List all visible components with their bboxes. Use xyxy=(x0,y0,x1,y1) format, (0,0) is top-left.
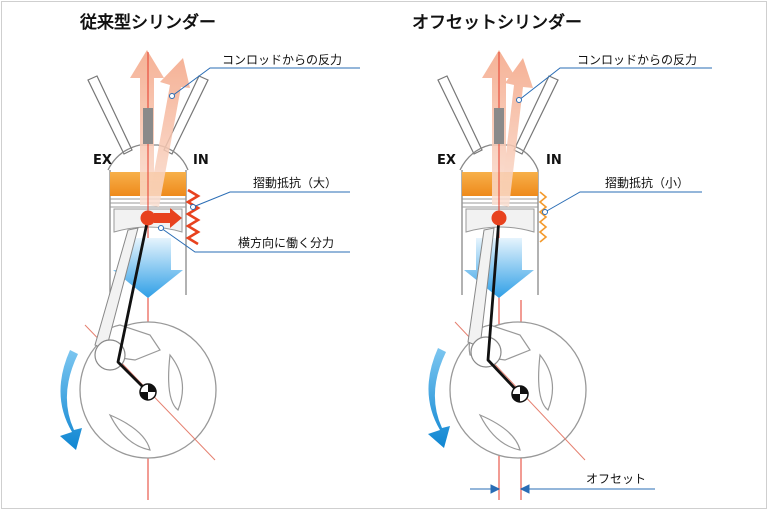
lateral-force-label: 横方向に働く分力 xyxy=(238,235,334,250)
leader-dots xyxy=(158,93,196,231)
sliding-resistance-large-icon xyxy=(185,188,201,246)
rod-reaction-label: コンロッドからの反力 xyxy=(222,53,342,67)
sliding-resistance-small-icon xyxy=(538,191,548,243)
wrist-pin xyxy=(491,210,507,226)
intake-label: IN xyxy=(546,153,562,168)
leader-lines xyxy=(160,67,360,253)
rotation-arrow-icon xyxy=(428,348,450,448)
wrist-pin xyxy=(140,210,156,226)
sliding-resistance-label: 摺動抵抗（小） xyxy=(605,175,689,190)
panel-title: オフセットシリンダー xyxy=(412,12,582,33)
conventional-cylinder-panel: 従来型シリンダー EX IN xyxy=(60,12,360,500)
leader-dots xyxy=(516,97,548,215)
offset-dimension xyxy=(470,484,655,494)
spark-plug xyxy=(143,108,153,144)
offset-cylinder-panel: オフセットシリンダー EX IN xyxy=(412,12,712,500)
exhaust-label: EX xyxy=(437,153,456,168)
lateral-force-arrow xyxy=(154,208,182,228)
crank-center-mark xyxy=(139,383,157,401)
panel-title: 従来型シリンダー xyxy=(79,12,216,33)
intake-label: IN xyxy=(193,153,209,168)
rod-reaction-label: コンロッドからの反力 xyxy=(577,53,697,67)
connecting-rod xyxy=(94,217,150,393)
connecting-rod xyxy=(467,217,522,395)
crank-center-mark xyxy=(511,385,529,403)
sliding-resistance-label: 摺動抵抗（大） xyxy=(253,175,337,190)
valves xyxy=(87,75,209,155)
spark-plug xyxy=(494,108,504,144)
exhaust-label: EX xyxy=(93,153,112,168)
leader-lines xyxy=(518,67,712,213)
combustion-force-arrow xyxy=(464,238,534,298)
rotation-arrow-icon xyxy=(60,350,82,450)
offset-label: オフセット xyxy=(586,472,646,486)
